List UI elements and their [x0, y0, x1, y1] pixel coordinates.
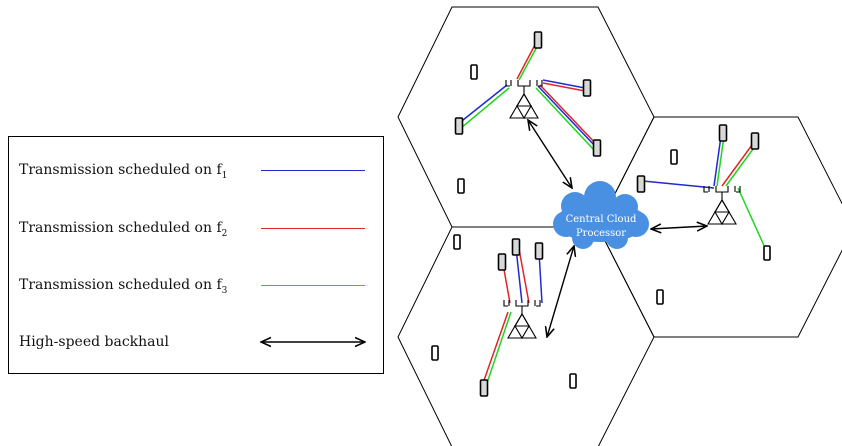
legend-label-f3: Transmission scheduled on f3: [19, 276, 228, 296]
ue-bottom-2: [511, 238, 521, 256]
ue-right-5: [763, 245, 771, 261]
ue-bottom-7: [479, 379, 489, 397]
ue-right-2: [750, 132, 760, 150]
legend-label-backhaul: High-speed backhaul: [19, 334, 170, 350]
links-right-cell: [642, 135, 767, 251]
ue-bottom-3: [534, 242, 544, 260]
legend-label-f2: Transmission scheduled on f2: [19, 219, 228, 239]
legend-item-backhaul: High-speed backhaul: [19, 332, 169, 352]
ue-top-5: [592, 139, 602, 157]
ue-top-2: [470, 64, 478, 80]
links-bottom-cell: [481, 247, 543, 387]
ue-top-3: [582, 79, 592, 97]
legend-item-f3: Transmission scheduled on f3: [19, 276, 227, 296]
base-station-bottom: [503, 300, 541, 340]
ue-top-6: [457, 178, 465, 194]
legend-item-f1: Transmission scheduled on f1: [19, 161, 227, 181]
legend-line-f2: [261, 228, 365, 229]
base-station-top: [505, 80, 543, 120]
central-cloud-processor: Central Cloud Processor: [553, 181, 649, 249]
ue-right-4: [636, 175, 646, 193]
ue-top-1: [533, 31, 543, 49]
ue-bottom-4: [497, 253, 507, 271]
ue-bottom-1: [453, 234, 461, 250]
cloud-label-line2: Processor: [576, 228, 626, 239]
base-station-right: [703, 186, 741, 226]
legend-item-f2: Transmission scheduled on f2: [19, 219, 227, 239]
ue-right-6: [656, 289, 664, 305]
legend-label-f1: Transmission scheduled on f1: [19, 161, 228, 181]
backhaul-links: [528, 120, 707, 337]
ue-bottom-5: [431, 345, 439, 361]
ue-bottom-6: [569, 373, 577, 389]
legend-backhaul-arrow: [257, 333, 369, 351]
links-top-cell: [457, 40, 599, 151]
ue-top-4: [454, 117, 464, 135]
legend-line-f3: [261, 285, 365, 286]
legend-box: Transmission scheduled on f1 Transmissio…: [8, 136, 384, 374]
legend-line-f1: [261, 170, 365, 171]
cloud-label-line1: Central Cloud: [566, 214, 637, 225]
ue-right-1: [718, 124, 728, 142]
ue-right-3: [670, 149, 678, 165]
